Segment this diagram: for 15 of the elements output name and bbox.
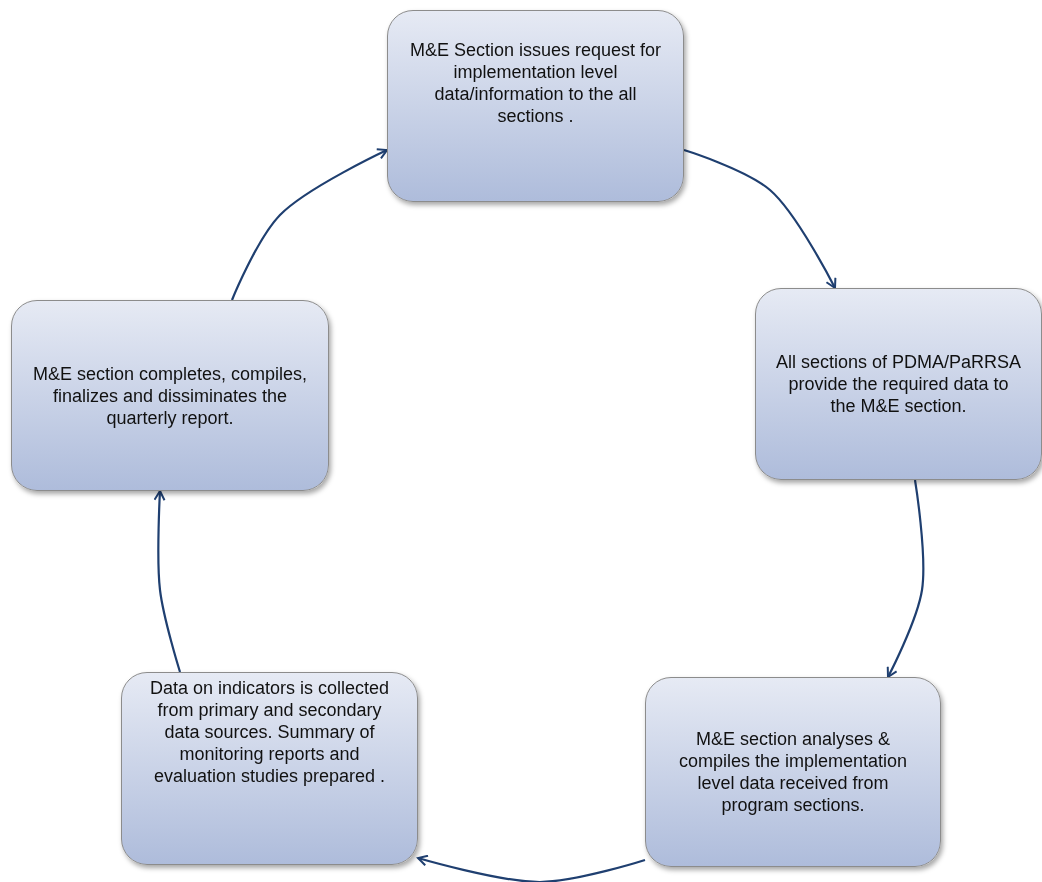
process-box xyxy=(755,288,1042,480)
process-box xyxy=(387,10,684,202)
process-box xyxy=(11,300,329,491)
process-box xyxy=(121,672,418,865)
process-box xyxy=(645,677,941,867)
step-text: M&E Section issues request for implementation level data/information to the all sections . xyxy=(408,39,663,127)
step-text: M&E section completes, compiles, finalizes and dissiminates the quarterly report. xyxy=(31,362,309,429)
step-text: Data on indicators is collected from primary and secondary data sources. Summary of monitoring reports and evaluation studies prepared . xyxy=(148,677,391,787)
curved-arrow xyxy=(417,854,646,882)
step-text: M&E section analyses & compiles the implementation level data received from program sections. xyxy=(677,728,909,816)
curved-arrow xyxy=(231,148,388,301)
curved-arrow xyxy=(886,479,925,678)
curved-arrow xyxy=(153,490,182,673)
curved-arrow xyxy=(683,148,837,289)
step-text: All sections of PDMA/PaRRSA provide the required data to the M&E section. xyxy=(774,351,1023,417)
